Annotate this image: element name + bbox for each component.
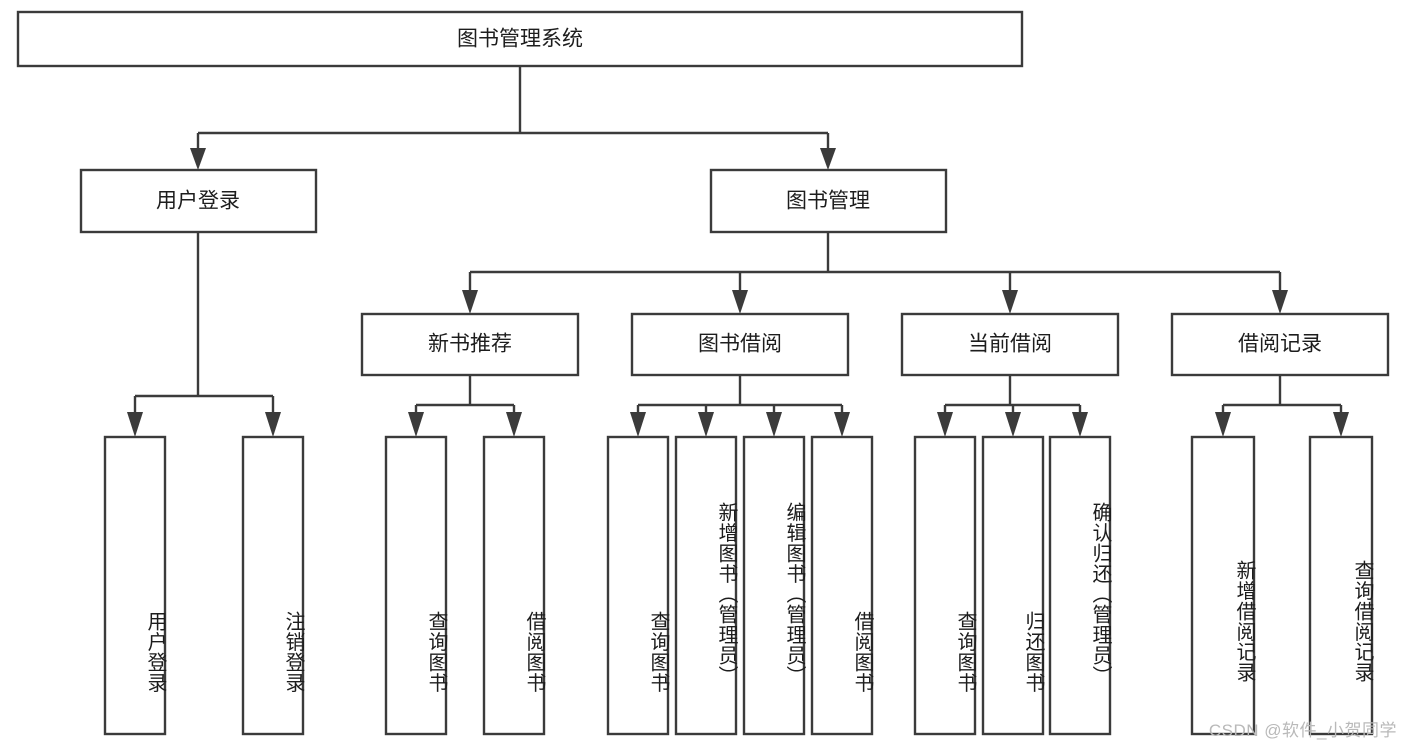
node-new-book-recommend[interactable]: 新书推荐	[360, 312, 580, 377]
node-borrow-record-label: 借阅记录	[1238, 333, 1322, 356]
arrow-head-book-manage	[820, 148, 836, 170]
arrow-head-leaf-edit-book	[766, 412, 782, 437]
arrow-head-leaf-add-book	[698, 412, 714, 437]
leaf-rect-query-book-3[interactable]	[913, 435, 977, 736]
leaf-rect-add-book[interactable]	[674, 435, 738, 736]
arrow-head-leaf-query-book-1	[408, 412, 424, 437]
arrow-head-leaf-borrow-book-2	[834, 412, 850, 437]
node-boxes: 图书管理系统 用户登录 图书管理 新书推荐 图书借阅 当前	[16, 10, 1390, 736]
node-borrow-record-rect[interactable]	[1170, 312, 1390, 377]
node-book-management-label: 图书管理	[786, 190, 870, 213]
node-current-borrow[interactable]: 当前借阅	[900, 312, 1120, 377]
leaf-rect-query-book-1[interactable]	[384, 435, 448, 736]
arrow-head-new-book-rec	[462, 290, 478, 314]
node-book-borrow-rect[interactable]	[630, 312, 850, 377]
node-new-book-recommend-rect[interactable]	[360, 312, 580, 377]
node-book-management[interactable]: 图书管理	[709, 168, 948, 234]
arrow-head-leaf-confirm-return	[1072, 412, 1088, 437]
connectors	[127, 66, 1349, 437]
leaf-rect-query-borrow-record[interactable]	[1308, 435, 1374, 736]
arrow-head-leaf-query-book-2	[630, 412, 646, 437]
arrow-head-leaf-query-record	[1333, 412, 1349, 437]
node-current-borrow-rect[interactable]	[900, 312, 1120, 377]
leaf-rect-borrow-book-1[interactable]	[482, 435, 546, 736]
node-user-login-rect[interactable]	[79, 168, 318, 234]
arrow-head-leaf-return-book	[1005, 412, 1021, 437]
arrow-head-leaf-add-record	[1215, 412, 1231, 437]
arrow-head-leaf-query-book-3	[937, 412, 953, 437]
arrow-head-book-borrow	[732, 290, 748, 314]
node-root-label: 图书管理系统	[457, 28, 583, 51]
leaf-rect-confirm-return[interactable]	[1048, 435, 1112, 736]
node-new-book-recommend-label: 新书推荐	[428, 333, 512, 356]
arrow-head-leaf-user-login	[127, 412, 143, 437]
arrow-head-borrow-record	[1272, 290, 1288, 314]
leaf-rect-add-borrow-record[interactable]	[1190, 435, 1256, 736]
node-borrow-record[interactable]: 借阅记录	[1170, 312, 1390, 377]
arrow-head-current-borrow	[1002, 290, 1018, 314]
leaf-rect-edit-book[interactable]	[742, 435, 806, 736]
leaf-rect-logout[interactable]	[241, 435, 305, 736]
leaf-rect-query-book-2[interactable]	[606, 435, 670, 736]
leaf-rect-return-book[interactable]	[981, 435, 1045, 736]
leaf-rect-user-login[interactable]	[103, 435, 167, 736]
node-current-borrow-label: 当前借阅	[968, 333, 1052, 356]
arrow-head-user-login	[190, 148, 206, 170]
node-root[interactable]: 图书管理系统	[16, 10, 1024, 68]
leaf-rect-borrow-book-2[interactable]	[810, 435, 874, 736]
arrow-head-leaf-logout	[265, 412, 281, 437]
node-book-management-rect[interactable]	[709, 168, 948, 234]
node-book-borrow[interactable]: 图书借阅	[630, 312, 850, 377]
arrow-head-leaf-borrow-book-1	[506, 412, 522, 437]
node-book-borrow-label: 图书借阅	[698, 333, 782, 356]
node-root-rect[interactable]	[16, 10, 1024, 68]
csdn-watermark: CSDN @软件_小贺同学	[1208, 721, 1397, 740]
node-user-login-label: 用户登录	[156, 190, 240, 213]
node-user-login[interactable]: 用户登录	[79, 168, 318, 234]
